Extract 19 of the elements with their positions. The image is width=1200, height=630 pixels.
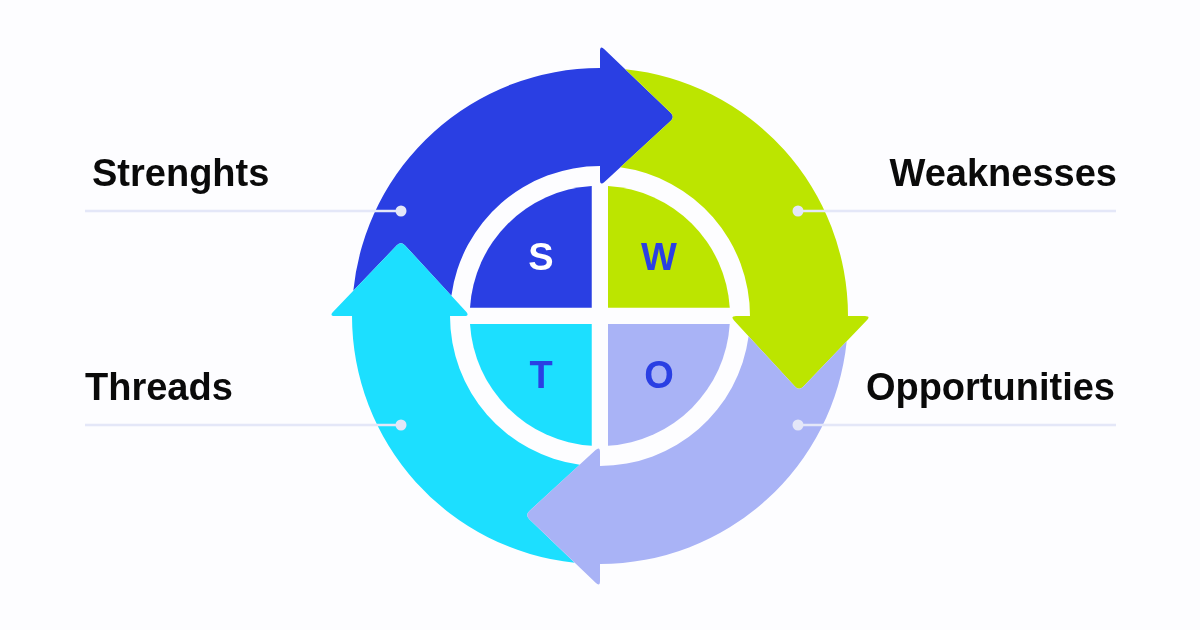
leader-line [792,419,1116,431]
quadrant [608,186,730,308]
quadrant-letter: S [528,237,554,277]
quadrant [470,186,592,308]
ring-segment [527,336,847,585]
quadrant [608,324,730,446]
leader-line [85,205,407,217]
leader-line [85,419,407,431]
category-label: Strenghts [92,150,270,196]
leader-line [792,205,1116,217]
quadrant-letter: T [529,355,553,395]
category-label: Opportunities [865,364,1115,410]
ring-segment [331,243,580,563]
category-label: Weaknesses [889,150,1117,196]
quadrant [470,324,592,446]
ring-segment [620,69,869,389]
quadrant-letter: O [644,355,674,395]
category-label: Threads [85,364,233,410]
quadrant-letter: W [641,237,677,277]
